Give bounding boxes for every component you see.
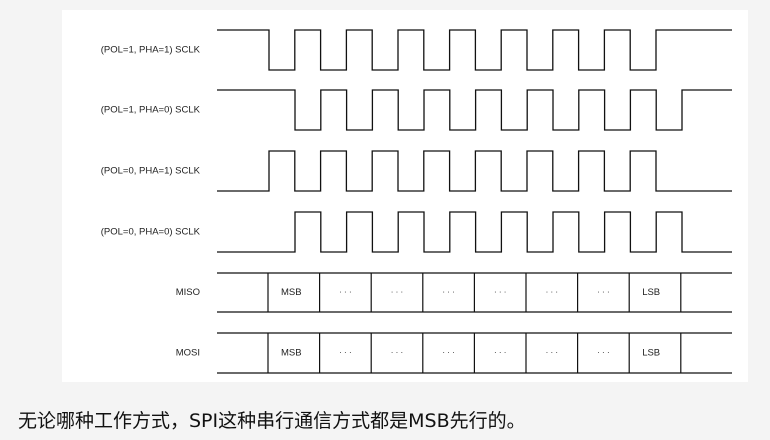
clock-waveform-sclk-pol0-pha0 [217,211,732,253]
bit-cell-miso: MSB [281,287,302,298]
bit-cell-mosi: · · · [391,348,403,357]
clock-waveform-sclk-pol0-pha1 [217,150,732,192]
clock-waveform-sclk-pol1-pha1 [217,29,732,71]
bit-cell-miso: LSB [642,287,660,298]
bit-cell-miso: · · · [391,288,403,297]
signal-label-mosi: MOSI [176,348,200,359]
caption-text: 无论哪种工作方式，SPI这种串行通信方式都是MSB先行的。 [18,410,526,432]
bit-cell-mosi: LSB [642,348,660,359]
bit-cell-mosi: · · · [442,348,454,357]
bit-cell-miso: · · · [442,288,454,297]
bit-cell-miso: · · · [546,288,558,297]
bit-cell-mosi: · · · [494,348,506,357]
signal-label-sclk-pol0-pha0: (POL=0, PHA=0) SCLK [101,227,201,238]
signal-label-sclk-pol0-pha1: (POL=0, PHA=1) SCLK [101,166,201,177]
bit-cell-mosi: MSB [281,348,302,359]
bit-cell-miso: · · · [339,288,351,297]
signal-label-sclk-pol1-pha0: (POL=1, PHA=0) SCLK [101,105,201,116]
bit-cell-miso: · · · [597,288,609,297]
clock-waveform-sclk-pol1-pha0 [217,89,732,131]
bit-cell-mosi: · · · [339,348,351,357]
bit-cell-mosi: · · · [597,348,609,357]
spi-timing-diagram: (POL=1, PHA=1) SCLK (POL=1, PHA=0) SCLK (P… [101,29,732,374]
bit-cell-miso: · · · [494,288,506,297]
bit-cell-mosi: · · · [546,348,558,357]
signal-label-miso: MISO [176,287,200,298]
timing-diagram-panel: (POL=1, PHA=1) SCLK (POL=1, PHA=0) SCLK (P… [62,10,748,382]
signal-label-sclk-pol1-pha1: (POL=1, PHA=1) SCLK [101,45,201,56]
